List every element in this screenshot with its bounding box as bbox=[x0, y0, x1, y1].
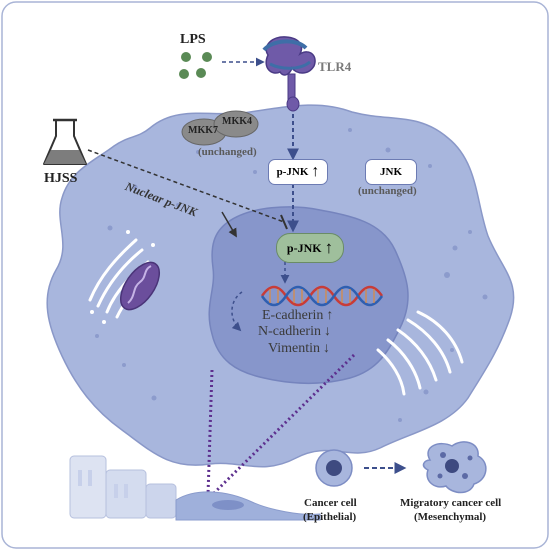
pjnk-nucleus-label: p-JNK bbox=[286, 240, 322, 255]
mkk4-shape bbox=[213, 110, 259, 138]
n-cadherin-down-arrow: ↓ bbox=[323, 324, 331, 339]
vimentin-label: Vimentin↓ bbox=[268, 341, 331, 356]
dna-to-emt-arrow bbox=[231, 291, 243, 332]
pjnk-cytoplasm-up-arrow: ↑ bbox=[311, 163, 320, 180]
dna-helix bbox=[260, 285, 384, 307]
lps-molecules bbox=[179, 52, 212, 79]
nuclear-pjnk-arrow bbox=[221, 211, 237, 238]
mitochondrion bbox=[119, 261, 161, 311]
hjss-flask bbox=[43, 118, 87, 165]
zoom-dotted-lines bbox=[206, 353, 356, 497]
pjnk-cytoplasm-label: p-JNK bbox=[276, 166, 309, 178]
n-cadherin-label: N-cadherin↓ bbox=[258, 324, 331, 339]
er-dots-left bbox=[90, 230, 155, 324]
tlr4-label: TLR4 bbox=[318, 59, 352, 74]
tlr4-receptor bbox=[262, 36, 316, 112]
migratory-cell-type-label: (Mesenchymal) bbox=[414, 511, 487, 523]
mkk-status-label: (unchanged) bbox=[198, 146, 257, 158]
jnk-label: JNK bbox=[380, 166, 402, 178]
mkk4-label: MKK4 bbox=[222, 116, 252, 127]
jnk-box: JNK bbox=[365, 159, 417, 185]
jnk-status-label: (unchanged) bbox=[358, 185, 417, 197]
epithelial-tissue bbox=[69, 455, 321, 521]
epithelial-cancer-cell bbox=[315, 449, 353, 487]
pjnk-nucleus-up-arrow: ↑ bbox=[324, 238, 334, 257]
migratory-cell-label: Migratory cancer cell bbox=[400, 497, 502, 509]
e-cadherin-up-arrow: ↑ bbox=[326, 308, 334, 323]
pjnk-nucleus-box: p-JNK ↑ bbox=[276, 233, 344, 263]
cytoplasm-speckles bbox=[95, 128, 488, 422]
pjnk-cytoplasm-box: p-JNK ↑ bbox=[268, 159, 328, 185]
vimentin-down-arrow: ↓ bbox=[323, 341, 331, 356]
hjss-label: HJSS bbox=[44, 171, 78, 186]
mesenchymal-cancer-cell bbox=[422, 441, 487, 494]
cancer-cell-type-label: (Epithelial) bbox=[303, 511, 357, 523]
mkk7-label: MKK7 bbox=[188, 125, 218, 136]
endoplasmic-reticulum-right bbox=[376, 310, 464, 396]
cancer-cell-label: Cancer cell bbox=[304, 497, 357, 509]
lps-label: LPS bbox=[180, 32, 206, 47]
hjss-inhibition-bar bbox=[280, 214, 288, 230]
e-cadherin-label: E-cadherin↑ bbox=[262, 308, 334, 323]
